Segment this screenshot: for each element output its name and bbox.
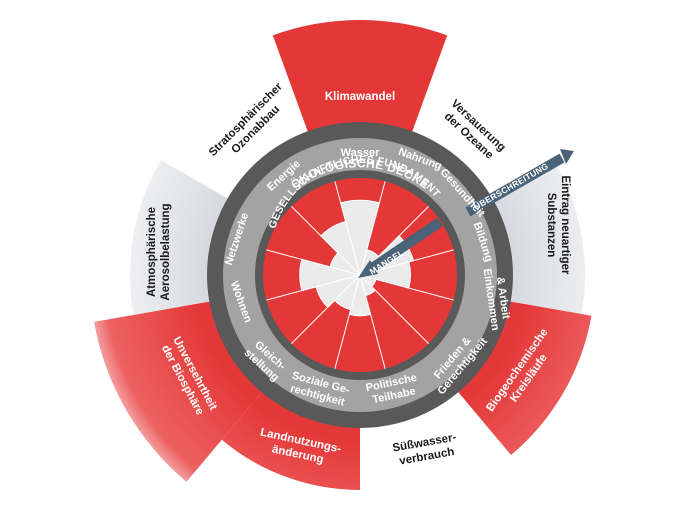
overshoot-wedges — [94, 19, 592, 490]
core-separator — [334, 181, 361, 276]
core-separator — [266, 274, 361, 301]
label-wasser: Wasser — [341, 147, 380, 159]
label-eintrag-line2: Substanzen — [545, 193, 557, 258]
label-eintrag: Eintrag neuartiger Substanzen — [545, 175, 571, 275]
boundary-wedge-landnutzung — [221, 389, 360, 490]
label-aero-line2: Aerosolbelastung — [160, 203, 172, 300]
core-separator — [291, 206, 361, 276]
label-einkommen-line2: & Arbeit — [494, 276, 512, 320]
core-separator — [266, 249, 361, 276]
boundary-wedge-eintrag — [489, 162, 585, 315]
core-separator — [291, 274, 361, 344]
boundary-wedge-aerosol — [130, 160, 231, 315]
core-separator — [359, 274, 386, 369]
core-separator — [359, 274, 454, 301]
boundary-wedge-biosphaere — [94, 301, 264, 482]
label-aero-line1: Atmosphärische — [146, 207, 158, 297]
core-separator — [334, 274, 361, 369]
label-suesswasser: Süßwasser- verbrauch — [392, 432, 458, 468]
shortfall-bars — [266, 181, 454, 369]
label-eintrag-line1: Eintrag neuartiger — [559, 175, 571, 275]
boundary-wedge-klimawandel — [272, 19, 448, 135]
core-separator — [359, 274, 429, 344]
core-separator — [359, 181, 386, 276]
label-klimawandel: Klimawandel — [325, 91, 395, 103]
boundary-wedge-biogeochemische — [456, 301, 592, 456]
label-aerosol: Atmosphärische Aerosolbelastung — [146, 203, 172, 300]
